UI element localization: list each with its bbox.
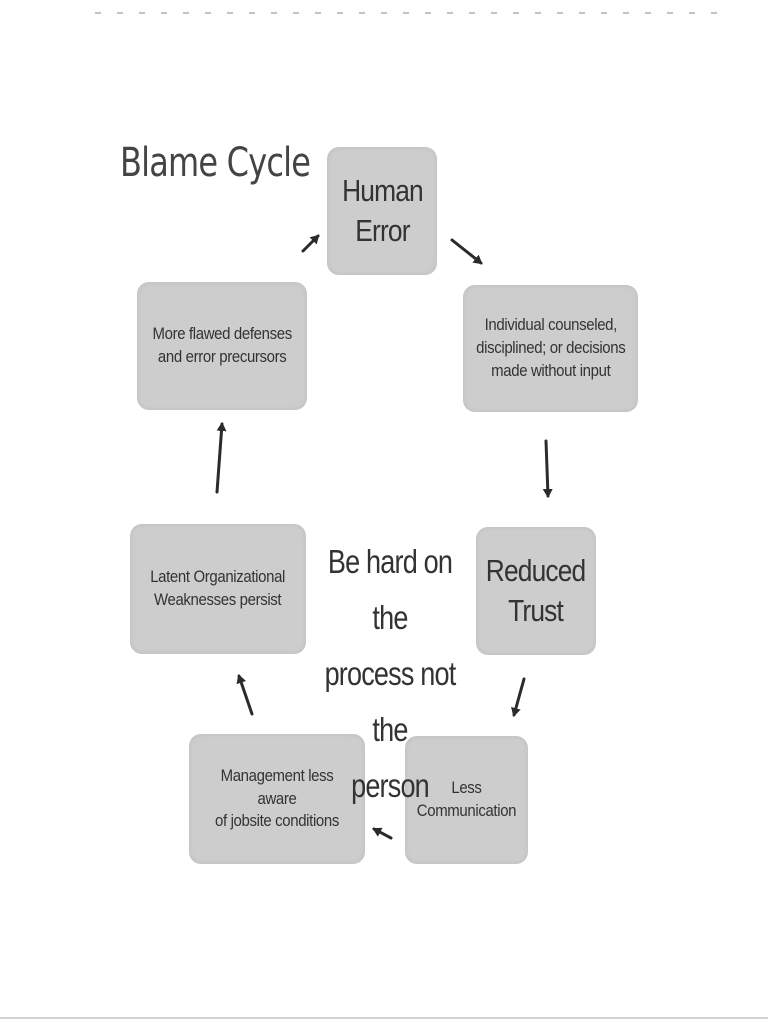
arrow-individual-counseled-to-reduced-trust: [542, 439, 553, 498]
node-individual-counseled-label: Individual counseled, disciplined; or de…: [475, 315, 626, 380]
node-individual-counseled: Individual counseled, disciplined; or de…: [463, 285, 638, 412]
scan-artifact-top: [95, 12, 725, 14]
node-management-less-aware-label: Management less aware of jobsite conditi…: [214, 765, 339, 831]
arrow-human-error-to-individual-counseled: [450, 238, 483, 265]
node-human-error: Human Error: [327, 147, 437, 275]
node-reduced-trust-label: Reduced Trust: [486, 552, 586, 628]
node-reduced-trust: Reduced Trust: [476, 527, 596, 655]
node-latent-weaknesses: Latent Organizational Weaknesses persist: [130, 524, 306, 654]
node-more-flawed-defenses-label: More flawed defenses and error precursor…: [152, 324, 292, 366]
arrow-more-flawed-defenses-to-human-error: [301, 234, 320, 253]
node-less-communication: Less Communication: [405, 736, 528, 864]
diagram-title: Blame Cycle: [120, 140, 311, 186]
arrow-less-communication-to-management: [372, 827, 393, 840]
node-human-error-label: Human Error: [341, 172, 424, 248]
node-more-flawed-defenses: More flawed defenses and error precursor…: [137, 282, 307, 410]
arrow-management-to-latent-weaknesses: [236, 674, 254, 716]
center-message-text: Be hard on the process not the person: [324, 543, 457, 805]
arrow-latent-weaknesses-to-more-flawed-defenses: [215, 422, 227, 494]
node-latent-weaknesses-label: Latent Organizational Weaknesses persist: [150, 567, 286, 609]
scan-artifact-bottom: [0, 1017, 768, 1019]
arrow-reduced-trust-to-less-communication: [511, 677, 526, 717]
node-less-communication-label: Less Communication: [416, 778, 517, 820]
center-message: Be hard on the process not the person: [300, 478, 480, 815]
node-management-less-aware: Management less aware of jobsite conditi…: [189, 734, 365, 864]
